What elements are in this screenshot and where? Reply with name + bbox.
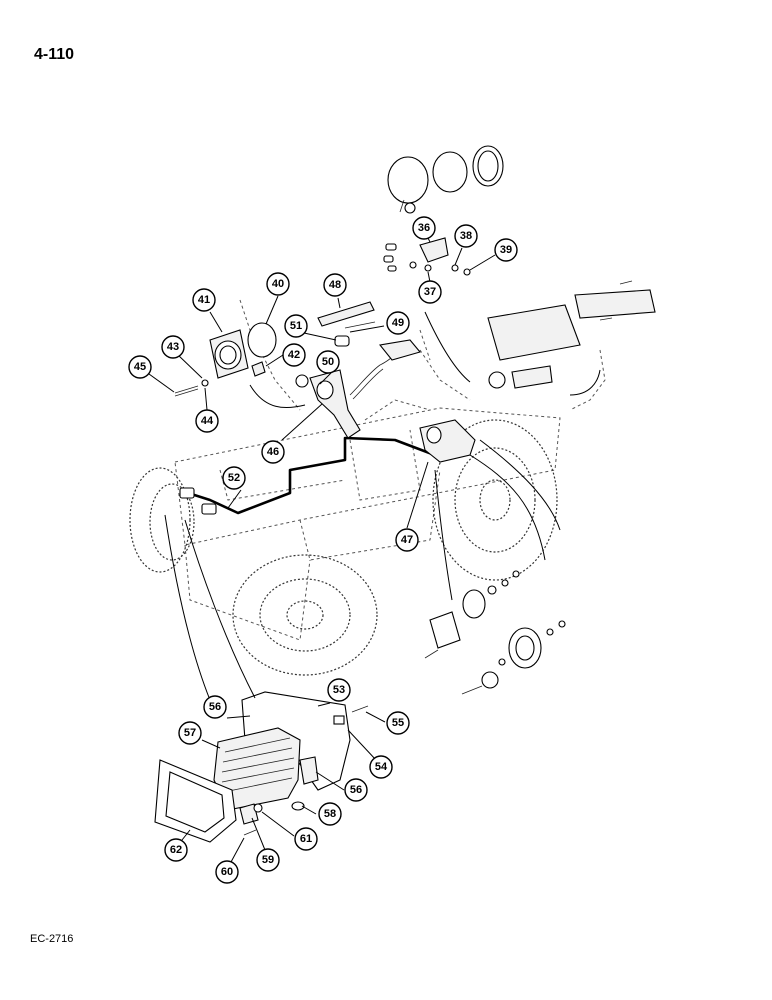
callout-48: 48 (323, 273, 347, 297)
svg-text:36: 36 (418, 222, 430, 234)
callout-40: 40 (266, 272, 290, 296)
callout-49: 49 (386, 311, 410, 335)
callout-39: 39 (494, 238, 518, 262)
callout-37: 37 (418, 280, 442, 304)
callout-53: 53 (327, 678, 351, 702)
page-number: 4-110 (34, 46, 75, 63)
callout-52: 52 (222, 466, 246, 490)
svg-text:48: 48 (329, 279, 341, 291)
svg-text:47: 47 (401, 534, 413, 546)
svg-text:54: 54 (375, 761, 388, 773)
tractor-outline (174, 299, 606, 641)
rear-tire-right (432, 419, 558, 581)
callout-56-lower: 56 (344, 778, 368, 802)
svg-text:40: 40 (272, 278, 284, 290)
center-bracket (295, 301, 421, 439)
svg-text:39: 39 (500, 244, 512, 256)
harness-connectors (179, 487, 217, 515)
callout-59: 59 (256, 848, 280, 872)
top-lamp-assembly (383, 145, 504, 276)
callout-50: 50 (316, 350, 340, 374)
callout-61: 61 (294, 827, 318, 851)
callout-58: 58 (318, 802, 342, 826)
rear-lamp-parts (424, 570, 566, 695)
svg-text:42: 42 (288, 349, 300, 361)
svg-text:58: 58 (324, 808, 336, 820)
callout-51: 51 (284, 314, 308, 338)
callout-leaders (148, 229, 496, 863)
svg-text:45: 45 (134, 361, 146, 373)
callout-36: 36 (412, 216, 436, 240)
callout-43: 43 (161, 335, 185, 359)
svg-text:38: 38 (460, 230, 472, 242)
svg-text:57: 57 (184, 727, 196, 739)
svg-text:52: 52 (228, 472, 240, 484)
svg-text:43: 43 (167, 341, 179, 353)
svg-text:51: 51 (290, 320, 302, 332)
svg-text:50: 50 (322, 356, 334, 368)
svg-text:41: 41 (198, 294, 210, 306)
svg-text:49: 49 (392, 317, 404, 329)
callout-62: 62 (164, 838, 188, 862)
svg-text:55: 55 (392, 717, 404, 729)
svg-text:53: 53 (333, 684, 345, 696)
callout-46: 46 (261, 440, 285, 464)
svg-text:60: 60 (221, 866, 233, 878)
callout-42: 42 (282, 343, 306, 367)
svg-text:44: 44 (201, 415, 214, 427)
callout-41: 41 (192, 288, 216, 312)
left-lamp-bracket (174, 322, 277, 397)
right-bracket (419, 280, 656, 463)
wiring-harness (184, 436, 446, 515)
work-lamp-assembly (154, 691, 369, 843)
callout-60: 60 (215, 860, 239, 884)
svg-text:56: 56 (209, 701, 221, 713)
rear-tire-left (232, 554, 378, 676)
svg-text:37: 37 (424, 286, 436, 298)
figure-code: EC-2716 (30, 933, 74, 945)
callout-56-upper: 56 (203, 695, 227, 719)
svg-text:62: 62 (170, 844, 182, 856)
callout-55: 55 (386, 711, 410, 735)
reference-lines (164, 311, 601, 701)
callout-54: 54 (369, 755, 393, 779)
callout-44: 44 (195, 409, 219, 433)
svg-text:46: 46 (267, 446, 279, 458)
callout-57: 57 (178, 721, 202, 745)
callout-47: 47 (395, 528, 419, 552)
front-tire (129, 467, 195, 573)
callout-38: 38 (454, 224, 478, 248)
callout-45: 45 (128, 355, 152, 379)
svg-text:56: 56 (350, 784, 362, 796)
svg-text:59: 59 (262, 854, 274, 866)
svg-text:61: 61 (300, 833, 312, 845)
